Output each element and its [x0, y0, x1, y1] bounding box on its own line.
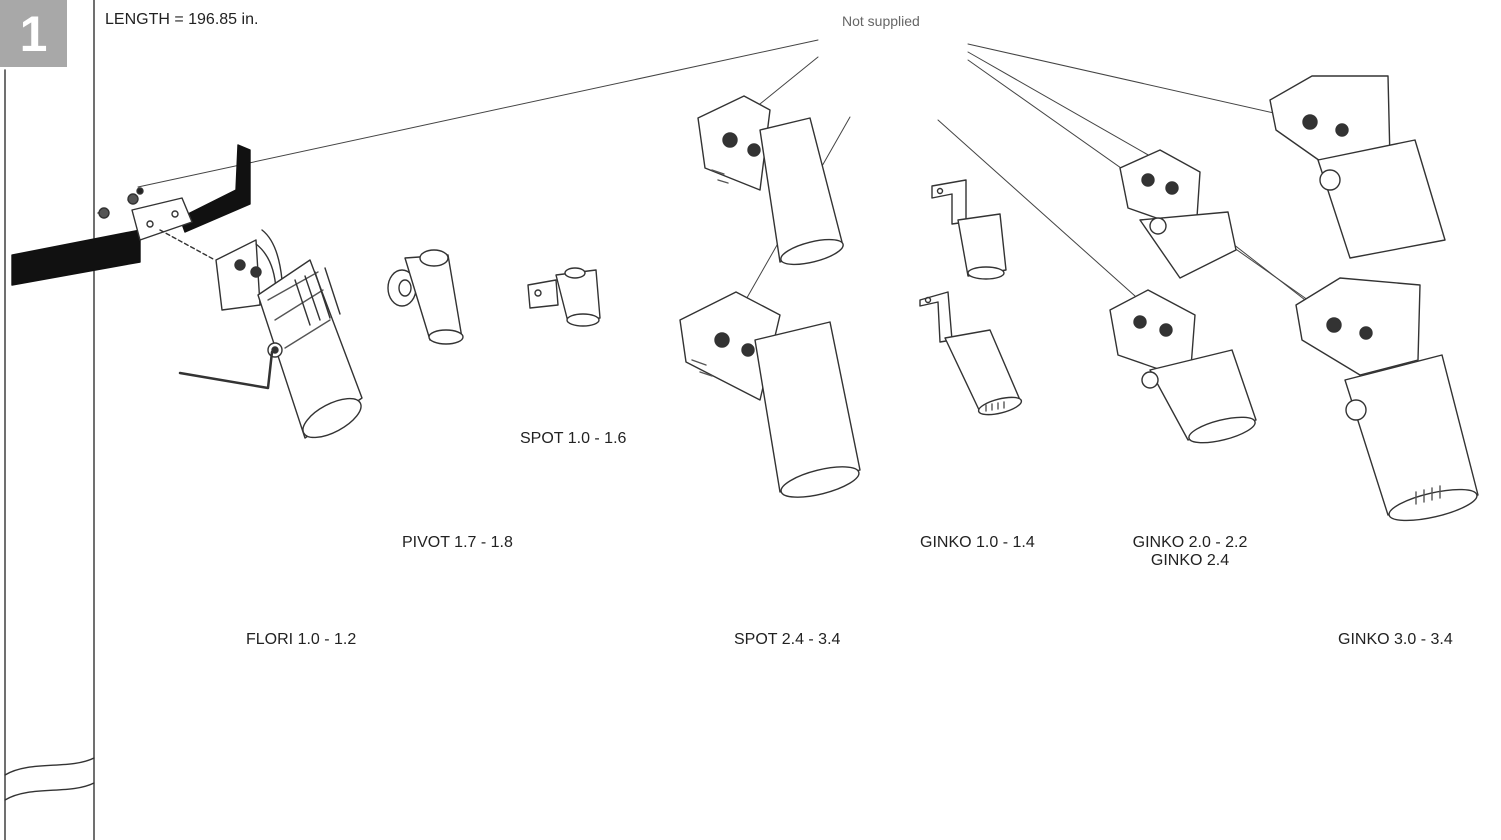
label-pivot: PIVOT 1.7 - 1.8 [402, 534, 513, 551]
step-number-badge: 1 [0, 0, 67, 67]
light-fixture-icon [1119, 149, 1237, 279]
light-fixture-icon [527, 267, 601, 327]
label-ginko-mid-line1: GINKO 2.0 - 2.2 [1132, 534, 1248, 551]
length-label: LENGTH = 196.85 in. [105, 11, 259, 28]
label-ginko-mid-line2: GINKO 2.4 [1150, 552, 1230, 569]
not-supplied-note: Not supplied [842, 13, 920, 29]
light-fixture-icon [387, 249, 464, 345]
light-fixture-icon [1109, 289, 1257, 444]
light-fixture-icon [931, 179, 1007, 280]
light-fixture-icon [919, 291, 1023, 416]
light-fixture-icon [1269, 75, 1446, 259]
label-ginko-large: GINKO 3.0 - 3.4 [1338, 631, 1453, 648]
light-fixture-icon [679, 291, 861, 498]
allen-key-icon [178, 350, 274, 390]
label-spot-small: SPOT 1.0 - 1.6 [520, 430, 627, 447]
strap-band-icon [11, 144, 251, 286]
label-ginko-small: GINKO 1.0 - 1.4 [920, 534, 1035, 551]
light-fixture-icon [697, 95, 844, 266]
light-fixture-icon [1295, 277, 1479, 522]
pole-icon [4, 0, 95, 840]
label-spot-large: SPOT 2.4 - 3.4 [734, 631, 841, 648]
bracket-plate-icon [97, 187, 216, 261]
label-ginko-mid: GINKO 2.0 - 2.2 GINKO 2.4 [1124, 534, 1256, 570]
light-fixture-icon [215, 229, 363, 439]
label-flori: FLORI 1.0 - 1.2 [246, 631, 357, 648]
